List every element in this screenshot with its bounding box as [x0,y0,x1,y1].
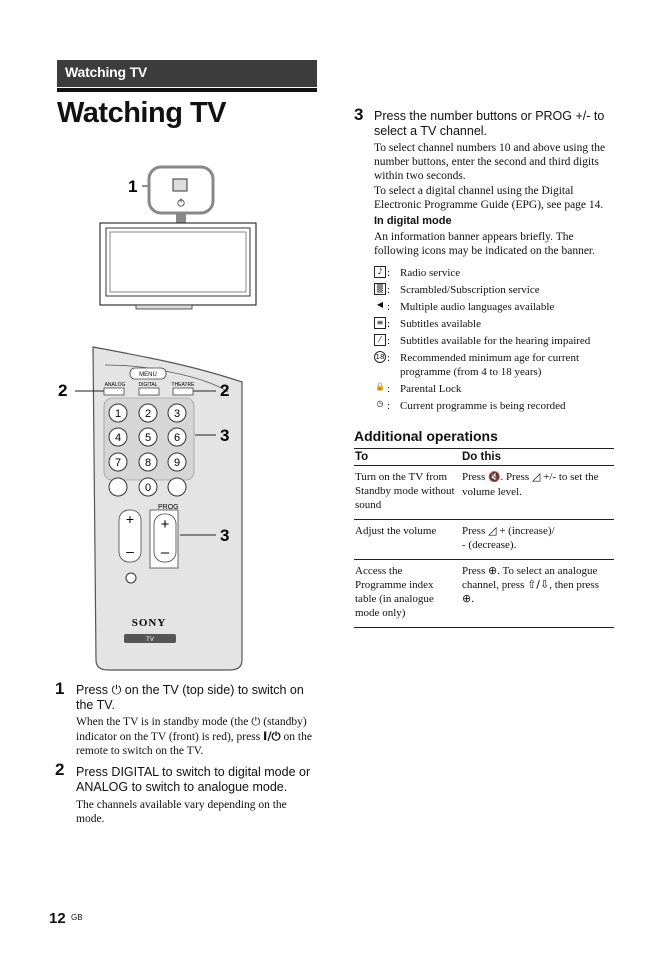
list-item: ▒: Scrambled/Subscription service [374,283,624,297]
remote-control: MENU ANALOG DIGITAL THEATRE 1 2 3 4 5 6 … [92,346,243,671]
step-3-number: 3 [354,105,364,124]
svg-text:–: – [161,544,170,561]
step-1-number: 1 [55,679,65,698]
page-title: Watching TV [57,97,227,129]
additional-operations-table: To Do this Turn on the TV from Standby m… [354,448,614,628]
svg-text:8: 8 [145,457,151,469]
volume-icon: ◿ [487,524,497,537]
svg-text:6: 6 [174,432,180,444]
table-row: Turn on the TV from Standby mode without… [354,465,614,520]
list-item: 🔒: Parental Lock [375,382,462,395]
svg-text:MENU: MENU [139,372,157,378]
step-3-heading: Press the number buttons or PROG +/- to … [374,109,605,138]
svg-text:2: 2 [145,408,151,420]
svg-text:+: + [126,511,134,527]
additional-operations-title: Additional operations [354,428,498,444]
column-header-do-this: Do this [461,448,614,466]
svg-text:THEATRE: THEATRE [172,382,196,388]
up-down-arrow-icon: ⇧/⇩ [527,578,550,591]
callout-2-right: 2 [220,381,229,400]
svg-text:7: 7 [115,457,121,469]
multi-audio-icon: ◀ [376,300,384,309]
section-header-bar [57,60,317,87]
list-item: 18: Recommended minimum age for current … [374,351,579,378]
step-3-body-3: An information banner appears briefly. T… [374,231,595,257]
power-icon: ⏻ [251,714,261,728]
page-number: 12 [49,910,66,927]
svg-text:9: 9 [174,457,180,469]
column-header-to: To [354,448,461,466]
table-row: Adjust the volume Press ◿ + (increase)/-… [354,519,614,560]
section-header-rule [57,88,317,92]
list-item: ⁄: Subtitles available for the hearing i… [374,334,624,348]
step-3-body-1: To select channel numbers 10 and above u… [374,142,606,182]
svg-text:3: 3 [174,408,180,420]
power-icon [177,198,185,207]
list-item: ≡: Subtitles available [374,317,624,331]
ok-button-icon: ⊕ [462,592,472,605]
list-item: ◀: Multiple audio languages available [374,300,624,314]
step-3-body-2: To select a digital channel using the Di… [374,185,604,211]
power-icon: ⏻ [111,682,122,697]
svg-text:–: – [126,543,134,559]
list-item: ◷: Current programme is being recorded [374,399,624,413]
step-2-body: The channels available vary depending on… [76,799,287,825]
volume-icon: ◿ [531,470,541,483]
recording-icon: ◷ [376,399,384,408]
radio-icon: ♪ [374,266,386,278]
hearing-impaired-icon: ⁄ [374,334,386,346]
section-header-title: Watching TV [65,64,148,80]
table-row: Access the Programme index table (in ana… [354,559,614,628]
svg-text:+: + [161,516,170,533]
ok-button-icon: ⊕ [487,564,498,577]
svg-text:DIGITAL: DIGITAL [138,382,157,388]
callout-1: 1 [128,177,137,196]
subtitles-icon: ≡ [374,317,386,329]
svg-text:0: 0 [145,482,151,494]
step-1-body: When the TV is in standby mode (the ⏻ (s… [76,714,312,757]
age-rating-icon: 18 [374,351,386,363]
svg-text:5: 5 [145,432,151,444]
banner-icon-list: ♪: Radio service ▒: Scrambled/Subscripti… [374,266,624,416]
svg-text:4: 4 [115,432,121,444]
standby-power-icon: I/⏻ [263,729,281,743]
callout-3-upper: 3 [220,426,229,445]
step-1-heading: Press ⏻ on the TV (top side) to switch o… [76,682,304,712]
svg-text:PROG: PROG [158,504,179,511]
svg-text:1: 1 [115,408,121,420]
mute-icon: 🔇 [487,472,501,483]
step-2-number: 2 [55,760,65,779]
svg-text:SONY: SONY [132,617,167,629]
callout-3-lower: 3 [220,526,229,545]
list-item: ♪: Radio service [374,266,624,280]
step-2-heading: Press DIGITAL to switch to digital mode … [76,765,311,794]
svg-text:ANALOG: ANALOG [105,382,126,388]
tv-remote-illustration: 1 MENU ANALOG DIGITAL THEATRE 1 2 3 4 5 [58,165,257,671]
scrambled-icon: ▒ [374,283,386,295]
language-code: GB [71,913,83,922]
digital-mode-subheading: In digital mode [374,215,452,227]
parental-lock-icon: 🔒 [375,382,385,391]
callout-2-left: 2 [58,381,67,400]
svg-text:TV: TV [146,637,154,643]
